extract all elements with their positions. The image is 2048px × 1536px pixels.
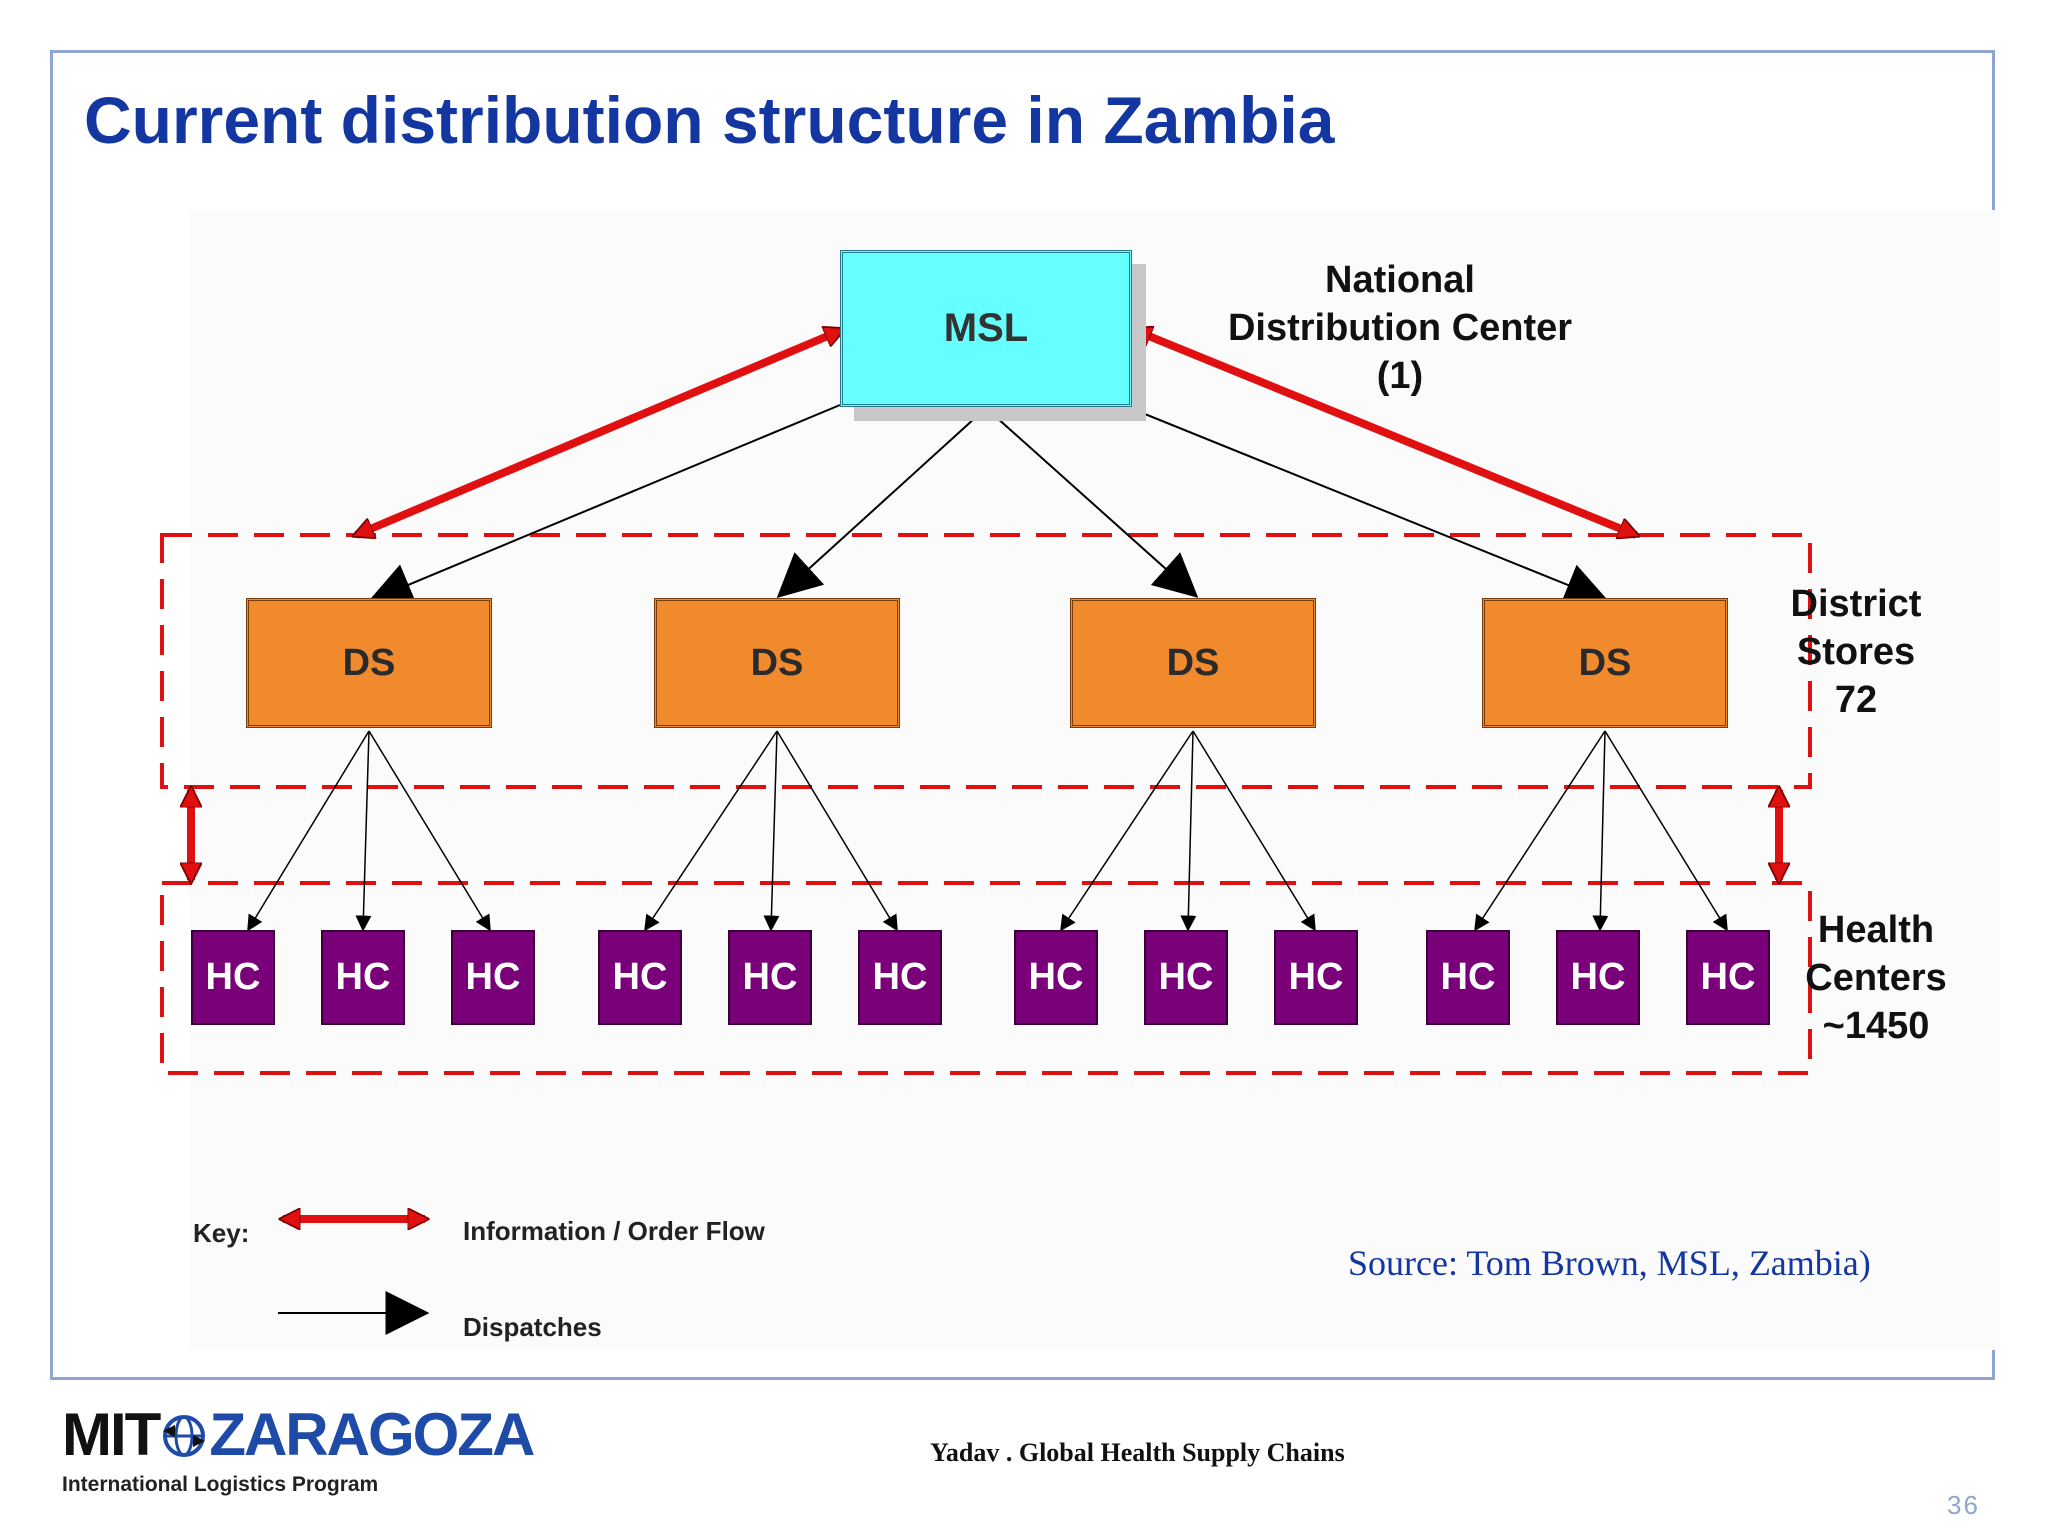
dispatch-arrow (247, 730, 370, 932)
dispatch-arrow (1129, 407, 1610, 606)
dispatch-arrow (1474, 730, 1606, 932)
logo-mit-text: MIT (62, 1401, 161, 1468)
district-level-label: District Stores 72 (1790, 583, 1922, 721)
dispatch-arrow (763, 730, 780, 932)
health-center-node: HC (728, 930, 812, 1025)
health-center-node: HC (1014, 930, 1098, 1025)
info-flow-arrow (1134, 330, 1636, 535)
district-store-node: DS (1482, 598, 1728, 728)
dispatch-arrow (1192, 730, 1316, 932)
national-level-label: National Distribution Center (1) (1227, 259, 1573, 397)
health-center-node: HC (1686, 930, 1770, 1025)
district-level-group (160, 533, 1812, 789)
health-level-label: Health Centers ~1450 (1805, 909, 1947, 1047)
dispatch-arrow (1060, 730, 1194, 932)
msl-node: MSL (840, 250, 1132, 407)
key-info-flow-label: Information / Order Flow (463, 1216, 765, 1246)
health-center-node: HC (1426, 930, 1510, 1025)
dispatch-arrow (1604, 730, 1728, 932)
district-store-node: DS (1070, 598, 1316, 728)
source-citation: Source: Tom Brown, MSL, Zambia) (1348, 1243, 1871, 1283)
health-center-node: HC (598, 930, 682, 1025)
logo-zaragoza-text: ZARAGOZA (209, 1401, 535, 1468)
globe-icon (163, 1415, 206, 1457)
health-center-node: HC (321, 930, 405, 1025)
health-center-node: HC (451, 930, 535, 1025)
dispatch-arrow (1180, 730, 1197, 932)
health-center-node: HC (191, 930, 275, 1025)
mit-zaragoza-logo: MIT ZARAGOZA International Logistics Pro… (62, 1405, 535, 1497)
health-center-node: HC (1144, 930, 1228, 1025)
district-store-node: DS (654, 598, 900, 728)
health-center-node: HC (858, 930, 942, 1025)
dispatch-arrow (985, 407, 1199, 598)
dispatch-arrow (368, 730, 491, 932)
dispatch-arrow (1592, 730, 1609, 932)
dispatch-arrow (776, 730, 898, 932)
page-number: 36 (1947, 1490, 1980, 1520)
key-title: Key: (193, 1218, 250, 1248)
dispatch-arrow (776, 407, 987, 598)
key-dispatches-label: Dispatches (463, 1312, 602, 1342)
logo-subtitle: International Logistics Program (62, 1473, 379, 1496)
info-flow-arrow (356, 330, 842, 535)
district-store-node: DS (246, 598, 492, 728)
dispatch-arrow (355, 730, 372, 932)
slide-title: Current distribution structure in Zambia (84, 83, 1335, 157)
health-center-node: HC (1556, 930, 1640, 1025)
dispatch-arrow (644, 730, 778, 932)
health-center-node: HC (1274, 930, 1358, 1025)
footer-citation: Yadav . Global Health Supply Chains (930, 1438, 1345, 1467)
